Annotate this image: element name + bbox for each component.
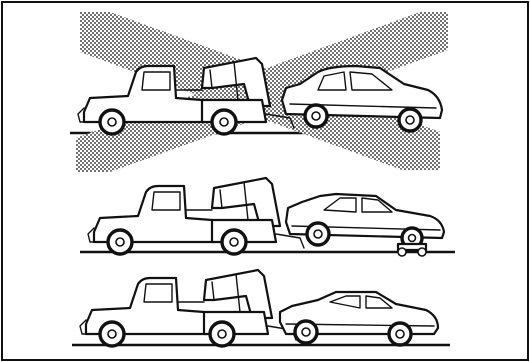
towed-car-top: [280, 64, 444, 133]
towed-car-middle: [284, 192, 446, 250]
tow-truck-bottom: [78, 268, 298, 348]
wheel-dolly: [396, 242, 428, 257]
towed-car-bottom: [278, 290, 440, 347]
tow-truck-top: [76, 56, 296, 136]
tow-truck-middle: [86, 176, 306, 256]
